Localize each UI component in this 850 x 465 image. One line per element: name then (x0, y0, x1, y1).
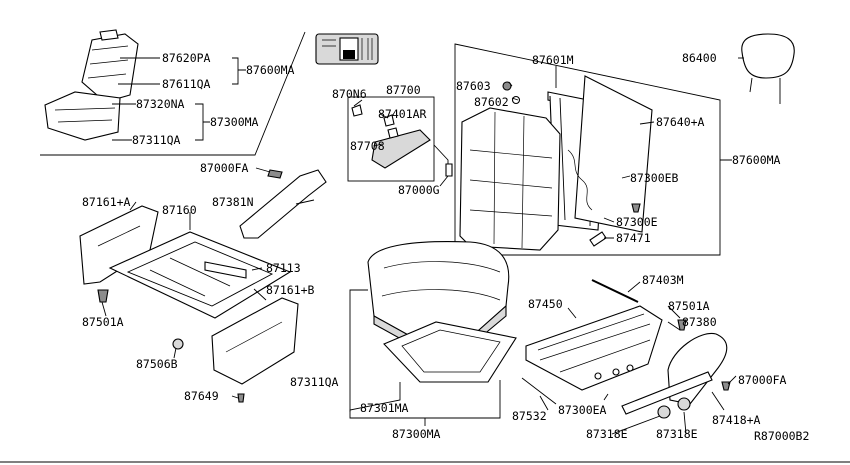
callout-87300MA-main: 87300MA (392, 427, 441, 441)
callout-87600MA-right: 87600MA (732, 153, 781, 167)
seat-back-assembly (454, 43, 721, 256)
callout-87418A: 87418+A (712, 413, 761, 427)
callout-87311QA-main: 87311QA (290, 375, 339, 389)
callout-87532: 87532 (512, 409, 547, 423)
callout-87471: 87471 (616, 231, 651, 245)
callout-87603: 87603 (456, 79, 491, 93)
callout-87301MA: 87301MA (360, 401, 409, 415)
callout-labels: 87620PA 87611QA 87600MA 87320NA 87300MA … (82, 51, 809, 443)
inset-panel (40, 29, 306, 156)
headrest (741, 33, 795, 104)
callout-87708: 87708 (350, 139, 385, 153)
callout-87300E: 87300E (616, 215, 658, 229)
callout-87311QA-inset: 87311QA (132, 133, 181, 147)
callout-87000G: 87000G (398, 183, 440, 197)
callout-87161B: 87161+B (266, 283, 315, 297)
callout-87300EA: 87300EA (558, 403, 607, 417)
seat-adjuster-parts (521, 279, 731, 419)
callout-87000FA-right: 87000FA (738, 373, 787, 387)
callout-87300EB: 87300EB (630, 171, 679, 185)
callout-87381N: 87381N (212, 195, 254, 209)
callout-87403M: 87403M (642, 273, 684, 287)
callout-87300MA-inset: 87300MA (210, 115, 259, 129)
callout-87700: 87700 (386, 83, 421, 97)
callout-870N6: 870N6 (332, 87, 367, 101)
callout-87320NA: 87320NA (136, 97, 185, 111)
callout-87640A: 87640+A (656, 115, 705, 129)
callout-87601M: 87601M (532, 53, 574, 67)
callout-87161A: 87161+A (82, 195, 131, 209)
callout-87620PA: 87620PA (162, 51, 211, 65)
callout-87649: 87649 (184, 389, 219, 403)
callout-87318E-a: 87318E (586, 427, 628, 441)
callout-87600MA-inset: 87600MA (246, 63, 295, 77)
callout-87602: 87602 (474, 95, 509, 109)
left-side-parts (79, 169, 327, 403)
callout-87000FA-left: 87000FA (200, 161, 249, 175)
callout-87611QA: 87611QA (162, 77, 211, 91)
callout-87160: 87160 (162, 203, 197, 217)
callout-87450: 87450 (528, 297, 563, 311)
diagram-code: R87000B2 (754, 429, 809, 443)
callout-87401AR: 87401AR (378, 107, 427, 121)
callout-87380: 87380 (682, 315, 717, 329)
leader-lines (101, 57, 744, 435)
armrest-group (347, 96, 453, 182)
callout-87501A-right: 87501A (668, 299, 710, 313)
callout-86400: 86400 (682, 51, 717, 65)
callout-87113: 87113 (266, 261, 301, 275)
seat-cushion-assembly (349, 241, 517, 426)
callout-87501A-left: 87501A (82, 315, 124, 329)
callout-87506B: 87506B (136, 357, 178, 371)
callout-87318E-b: 87318E (656, 427, 698, 441)
label-sticker (315, 33, 379, 65)
